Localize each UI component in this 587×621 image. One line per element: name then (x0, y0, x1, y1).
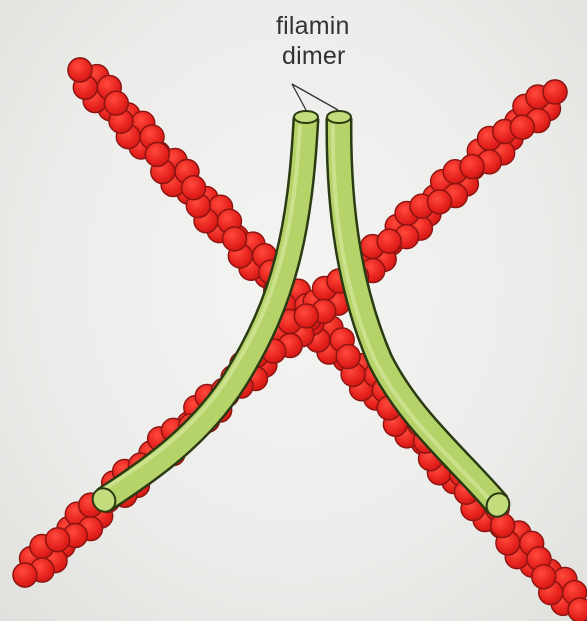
actin-monomer-bead (336, 345, 360, 369)
actin-monomer-bead (568, 598, 587, 621)
actin-monomer-bead (68, 58, 92, 82)
actin-monomer-bead (145, 143, 169, 167)
actin-monomer-bead (223, 227, 247, 251)
actin-monomer-bead (460, 155, 484, 179)
label-filamin: filamin (276, 12, 350, 40)
actin-monomer-bead (532, 565, 556, 589)
actin-monomer-bead (182, 176, 206, 200)
filamin-rod-left (88, 111, 318, 516)
filamin-rod-left-top-end (294, 111, 318, 123)
actin-monomer-bead (428, 190, 452, 214)
actin-monomer-bead (377, 229, 401, 253)
label-pointer (292, 84, 338, 110)
actin-monomer-bead (543, 80, 567, 104)
label-dimer: dimer (282, 42, 346, 70)
actin-monomer-bead (510, 115, 534, 139)
actin-monomer-bead (104, 91, 128, 115)
actin-monomer-bead (46, 528, 70, 552)
filamin-rod-right-top-end (327, 111, 351, 123)
actin-monomer-bead (13, 563, 37, 587)
actin-monomer-bead (294, 304, 318, 328)
